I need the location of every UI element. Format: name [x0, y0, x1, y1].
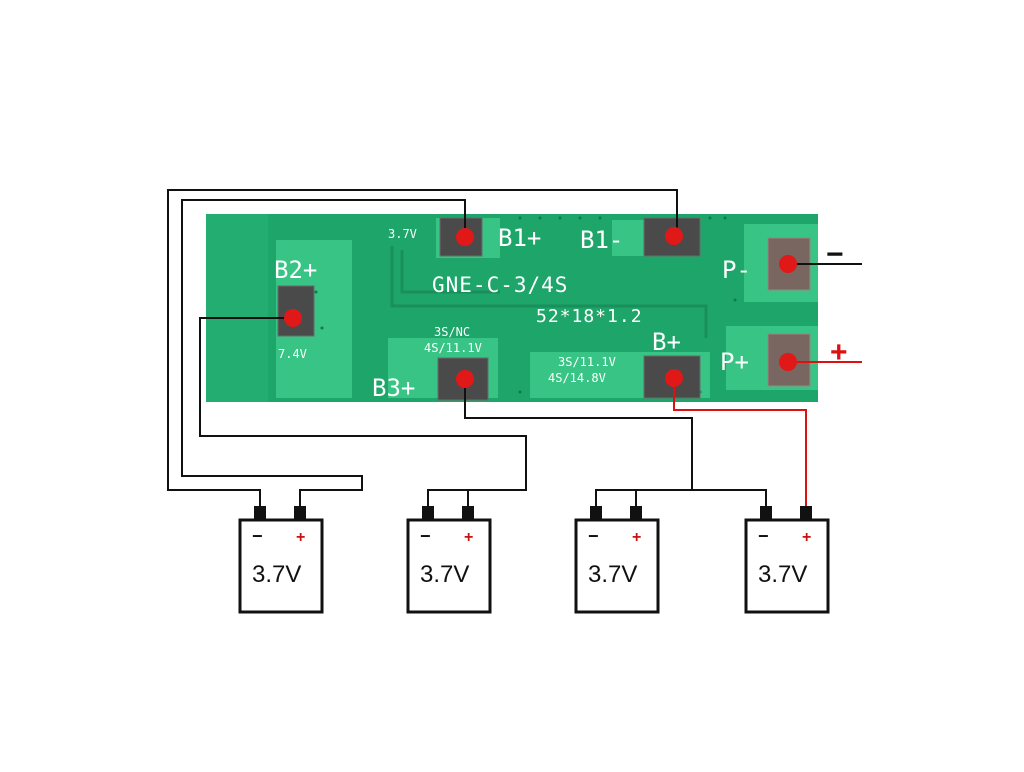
- label-pplus: P+: [720, 348, 749, 376]
- silkscreen: B2+ B1+ B1- B3+ B+ P- P+ GNE-C-3/4S 52*1…: [274, 224, 751, 402]
- battery-3: − + 3.7V: [574, 506, 660, 614]
- silk-b3-line2: 4S/11.1V: [424, 341, 482, 355]
- model-label: GNE-C-3/4S: [432, 273, 568, 297]
- output-plus-sign: +: [830, 336, 848, 369]
- pcb-trace-2: [400, 250, 500, 294]
- battery-voltage: 3.7V: [758, 561, 807, 588]
- solder-bplus: [665, 369, 683, 387]
- battery-terminal-plus: [800, 506, 812, 520]
- solder-b1minus: [665, 227, 683, 245]
- battery-terminal-minus: [422, 506, 434, 520]
- battery-2: − + 3.7V: [406, 506, 492, 614]
- solder-pplus: [779, 353, 797, 371]
- battery-body: [574, 518, 660, 614]
- wire-batt3-batt4: [635, 489, 767, 506]
- label-b2plus: B2+: [274, 256, 317, 284]
- battery-body: [744, 518, 830, 614]
- solder-b3plus: [456, 370, 474, 388]
- battery-terminal-plus: [462, 506, 474, 520]
- solder-b1plus: [456, 228, 474, 246]
- solder-points: [284, 227, 797, 388]
- battery-1: − + 3.7V: [238, 506, 324, 614]
- size-label: 52*18*1.2: [536, 306, 643, 327]
- battery-terminal-minus: [254, 506, 266, 520]
- wiring-red: [673, 361, 862, 506]
- solder-b2plus: [284, 309, 302, 327]
- wire-b1plus: [181, 199, 466, 506]
- battery-body: [238, 518, 324, 614]
- wire-b2plus: [199, 317, 527, 506]
- battery-terminal-plus: [294, 506, 306, 520]
- pcb-edge-strip: [206, 214, 268, 402]
- label-b1minus: B1-: [580, 226, 623, 254]
- silk-bplus-line1: 3S/11.1V: [558, 355, 616, 369]
- pcb-trace-1: [390, 246, 708, 338]
- wiring-black: [167, 189, 862, 506]
- output-minus-sign: −: [826, 238, 844, 271]
- label-pminus: P-: [722, 256, 751, 284]
- label-b1plus: B1+: [498, 224, 541, 252]
- battery-terminal-minus: [590, 506, 602, 520]
- battery-minus-sign: −: [758, 526, 769, 546]
- label-b3plus: B3+: [372, 374, 415, 402]
- battery-plus-sign: +: [632, 529, 641, 546]
- battery-terminal-minus: [760, 506, 772, 520]
- battery-voltage: 3.7V: [252, 561, 301, 588]
- pcb-vias: [314, 216, 737, 394]
- silk-7-4v: 7.4V: [278, 347, 307, 361]
- label-bplus: B+: [652, 328, 681, 356]
- battery-voltage: 3.7V: [420, 561, 469, 588]
- battery-minus-sign: −: [588, 526, 599, 546]
- battery-4: − + 3.7V: [744, 506, 830, 614]
- battery-plus-sign: +: [464, 529, 473, 546]
- battery-minus-sign: −: [420, 526, 431, 546]
- battery-voltage: 3.7V: [588, 561, 637, 588]
- battery-plus-sign: +: [802, 529, 811, 546]
- wire-bplus: [673, 378, 807, 506]
- silk-b3-line1: 3S/NC: [434, 325, 470, 339]
- wire-b3plus: [464, 378, 693, 506]
- solder-pminus: [779, 255, 797, 273]
- wire-b1minus: [167, 189, 678, 506]
- battery-minus-sign: −: [252, 526, 263, 546]
- battery-terminal-plus: [630, 506, 642, 520]
- battery-body: [406, 518, 492, 614]
- battery-plus-sign: +: [296, 529, 305, 546]
- silk-bplus-line2: 4S/14.8V: [548, 371, 606, 385]
- silk-3-7v: 3.7V: [388, 227, 417, 241]
